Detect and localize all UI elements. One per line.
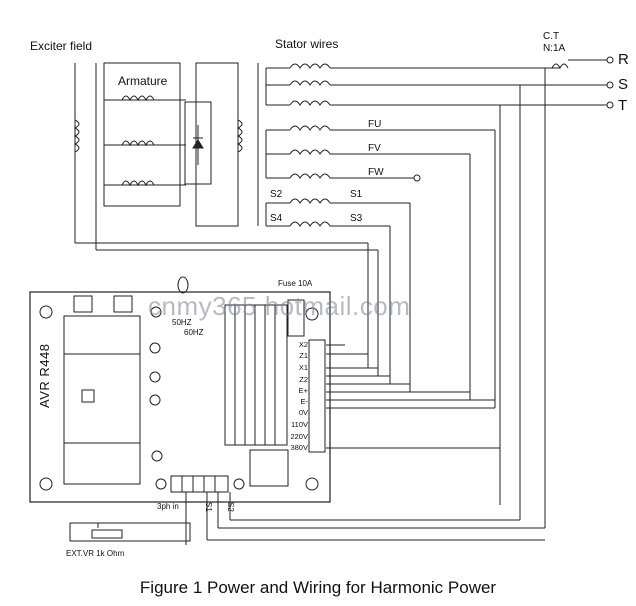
hz60-label: 60HZ [184,328,204,337]
three-ph-in-label: 3ph in [157,502,179,511]
avr-heatsink [224,304,288,446]
main-rotor-frame [195,62,239,227]
s3-label: S3 [350,213,363,224]
stator-coil-r [289,63,331,69]
ct-ratio-label: N:1A [543,43,566,54]
ct-coil [551,63,569,70]
stator-coil-s [289,80,331,86]
terminal-e-minus: E- [300,397,309,406]
fu-label: FU [368,119,382,130]
s4-label: S4 [270,213,283,224]
armature-frame [103,62,181,207]
terminal-e-plus: E+ [298,386,308,395]
rectifier-box [184,101,212,185]
phase-s-label: S [618,76,629,93]
stator-coil-t [289,100,331,106]
main-field-coil [236,119,243,153]
terminal-0v: 0V [298,408,308,417]
terminal-x2: X2 [298,340,308,349]
terminal-380v: 380V [290,443,308,452]
terminal-220v: 220V [290,432,308,441]
s1-input-label: S1 [204,502,213,512]
s1-label: S1 [350,189,363,200]
fw-label: FW [368,167,384,178]
terminal-z2: Z2 [299,375,308,384]
ct-label: C.T [543,31,560,42]
stator-wires-label: Stator wires [275,37,339,51]
s2-input-label: S2 [226,502,235,512]
avr-component [249,449,289,487]
armature-coil-2 [121,140,155,147]
armature-label: Armature [118,74,168,88]
ext-vr-label: EXT.VR 1k Ohm [66,549,125,558]
avr-model-label: AVR R448 [37,343,52,408]
fuse-label: Fuse 10A [278,279,313,288]
figure-caption: Figure 1 Power and Wiring for Harmonic P… [139,578,497,597]
exciter-field-coil [73,119,80,153]
ext-vr [69,522,191,542]
terminal-x1: X1 [298,363,308,372]
phase-t-label: T [618,97,628,114]
avr-transformer [63,315,141,485]
s2-label: S2 [270,189,283,200]
watermark: cnmy365 hotmail.com [148,291,411,321]
input-terminal-block [170,475,229,493]
armature-coil-1 [121,95,155,102]
terminal-110v: 110V [291,420,308,429]
armature-coil-3 [121,180,155,187]
terminal-z1: Z1 [299,351,308,360]
exciter-field-label: Exciter field [30,39,93,53]
fv-label: FV [368,143,381,154]
phase-r-label: R [618,51,629,68]
terminal-strip [308,339,326,453]
hz50-label: 50HZ [172,318,192,327]
